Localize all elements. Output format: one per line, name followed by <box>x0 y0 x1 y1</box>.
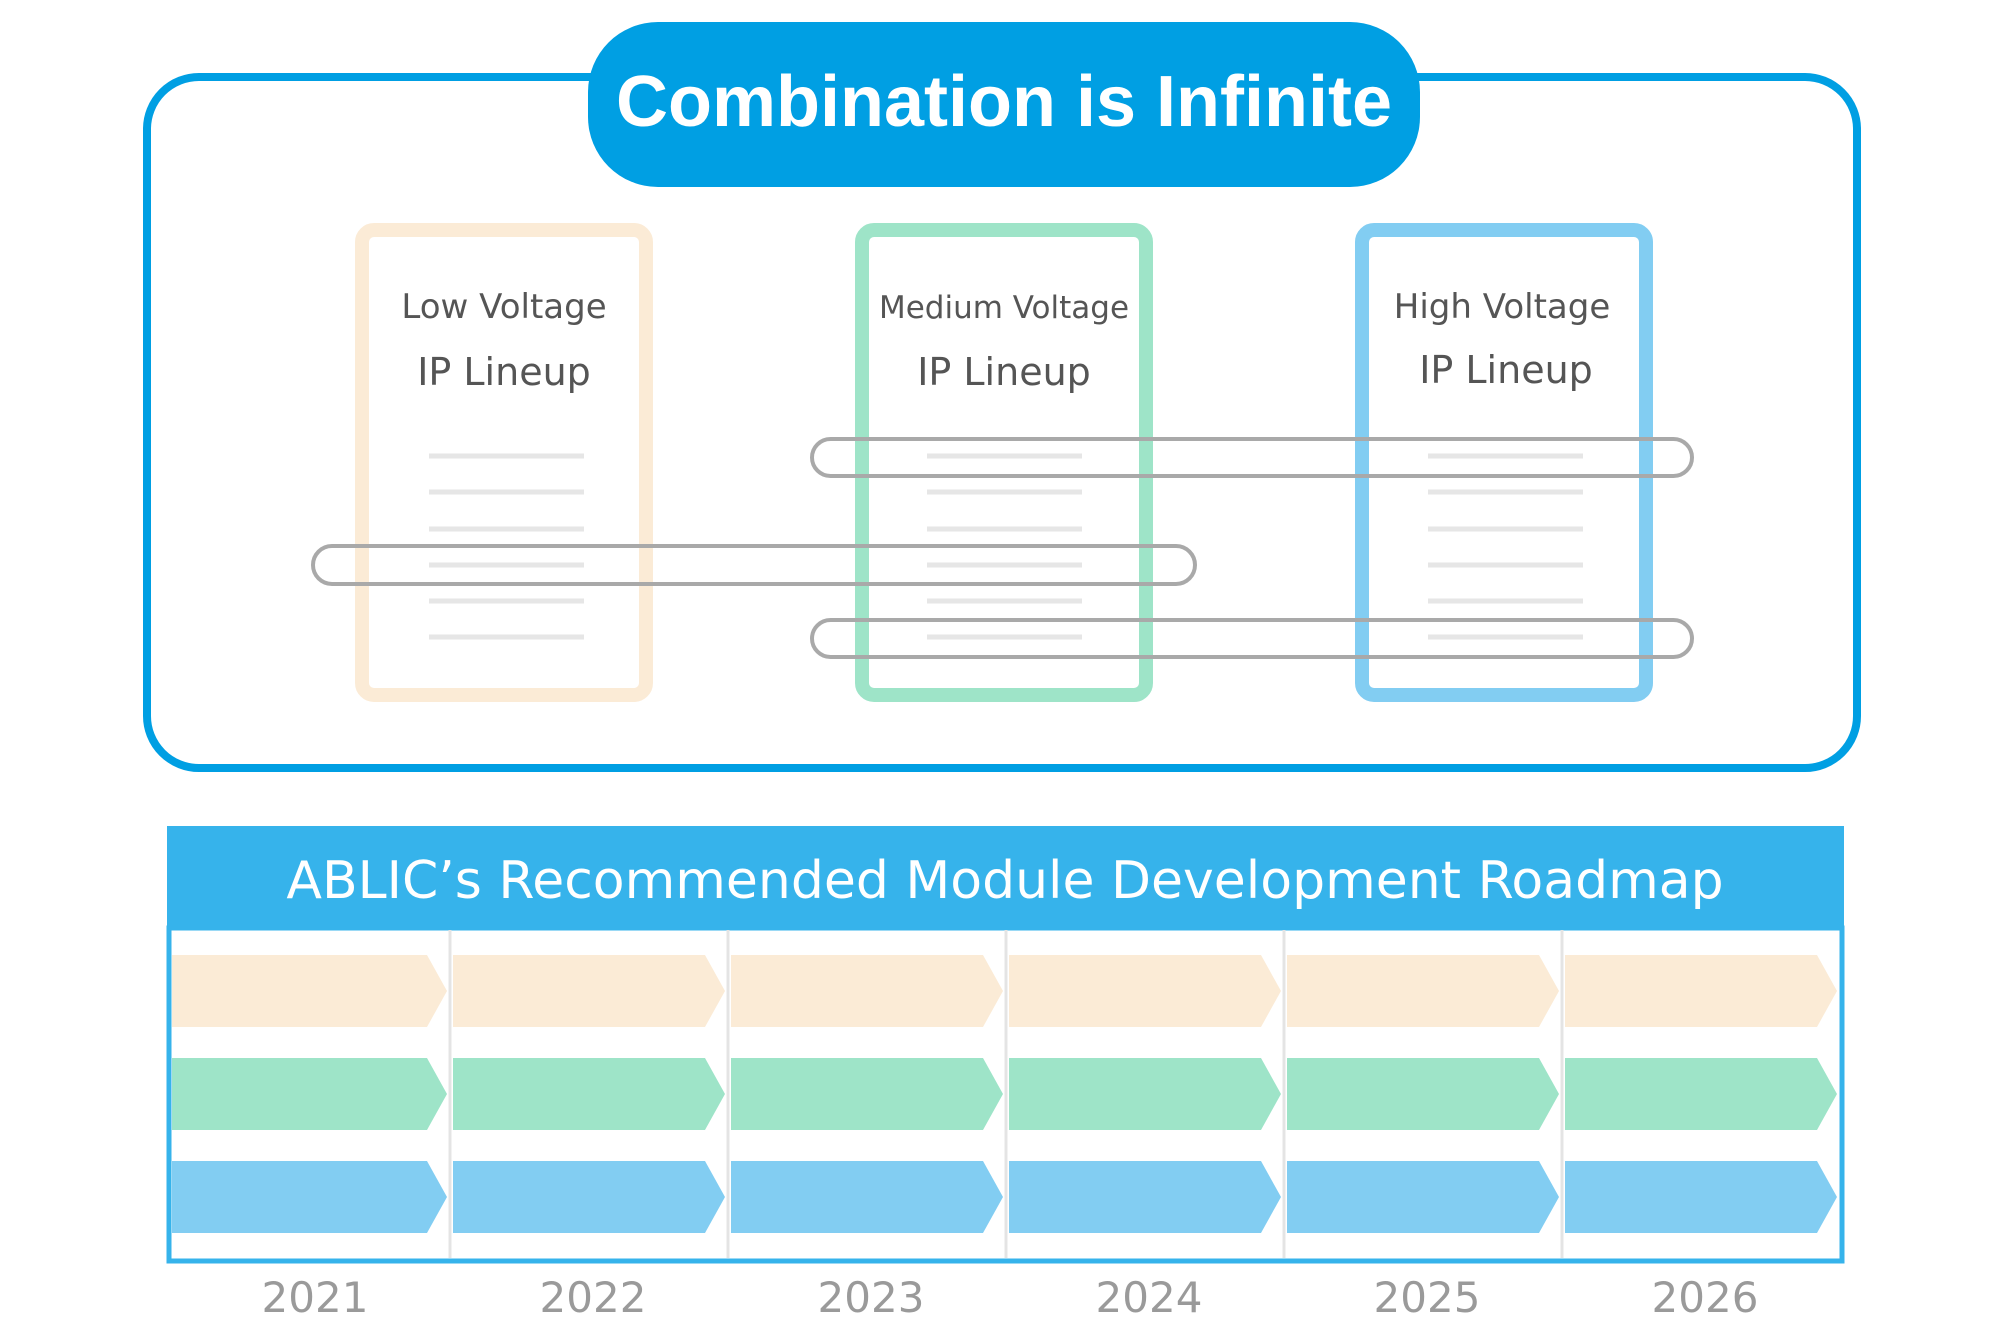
combination-connectors <box>311 437 1694 659</box>
medium-voltage-card-frame <box>855 223 1153 702</box>
connector-medium-high-bottom <box>810 618 1694 659</box>
roadmap-year-label: 2022 <box>540 1273 647 1320</box>
roadmap-year-labels: 2021 2022 2023 2024 2025 2026 <box>262 1273 1759 1320</box>
roadmap-arrow-low-voltage-2025 <box>1287 955 1559 1027</box>
roadmap-arrow-low-voltage-2026 <box>1565 955 1837 1027</box>
roadmap-arrow-medium-voltage-2021 <box>172 1058 447 1130</box>
combination-title-banner <box>588 22 1420 187</box>
high-voltage-card: High Voltage IP Lineup <box>1355 223 1653 702</box>
high-voltage-card-line1: High Voltage <box>1394 287 1610 327</box>
low-voltage-card: Low Voltage IP Lineup <box>355 223 653 702</box>
roadmap-year-label: 2023 <box>818 1273 925 1320</box>
roadmap-column-dividers <box>448 930 1564 1258</box>
roadmap-title: ABLIC’s Recommended Module Development R… <box>286 851 1723 911</box>
roadmap-header <box>167 826 1844 928</box>
roadmap-arrow-medium-voltage-2026 <box>1565 1058 1837 1130</box>
medium-voltage-card-line2: IP Lineup <box>917 350 1091 394</box>
low-voltage-card-frame <box>355 223 653 702</box>
connector-low-medium <box>311 544 1197 586</box>
roadmap-arrow-high-voltage-2022 <box>453 1161 725 1233</box>
roadmap-arrow-low-voltage-2021 <box>172 955 447 1027</box>
roadmap-year-label: 2025 <box>1374 1273 1481 1320</box>
roadmap-arrow-low-voltage-2022 <box>453 955 725 1027</box>
high-voltage-card-frame <box>1355 223 1653 702</box>
roadmap-arrows <box>172 955 1837 1233</box>
roadmap-arrow-high-voltage-2023 <box>731 1161 1003 1233</box>
medium-voltage-card: Medium Voltage IP Lineup <box>855 223 1153 702</box>
roadmap-arrow-medium-voltage-2022 <box>453 1058 725 1130</box>
roadmap-arrow-high-voltage-2026 <box>1565 1161 1837 1233</box>
combination-title: Combination is Infinite <box>616 62 1392 142</box>
roadmap-arrow-low-voltage-2024 <box>1009 955 1281 1027</box>
roadmap-arrow-high-voltage-2024 <box>1009 1161 1281 1233</box>
roadmap-year-label: 2021 <box>262 1273 369 1320</box>
roadmap-arrow-high-voltage-2025 <box>1287 1161 1559 1233</box>
medium-voltage-card-lines <box>927 453 1082 640</box>
high-voltage-card-lines <box>1428 453 1583 640</box>
low-voltage-card-line1: Low Voltage <box>401 287 606 327</box>
roadmap-arrow-medium-voltage-2024 <box>1009 1058 1281 1130</box>
low-voltage-card-line2: IP Lineup <box>417 350 591 394</box>
connector-medium-high-top <box>810 437 1694 478</box>
roadmap-arrow-medium-voltage-2023 <box>731 1058 1003 1130</box>
high-voltage-card-line2: IP Lineup <box>1419 348 1593 392</box>
low-voltage-card-lines <box>429 453 584 640</box>
roadmap-arrow-high-voltage-2021 <box>172 1161 447 1233</box>
roadmap-year-label: 2024 <box>1096 1273 1203 1320</box>
roadmap-year-label: 2026 <box>1652 1273 1759 1320</box>
roadmap-arrow-medium-voltage-2025 <box>1287 1058 1559 1130</box>
medium-voltage-card-line1: Medium Voltage <box>879 290 1129 326</box>
roadmap-arrow-low-voltage-2023 <box>731 955 1003 1027</box>
